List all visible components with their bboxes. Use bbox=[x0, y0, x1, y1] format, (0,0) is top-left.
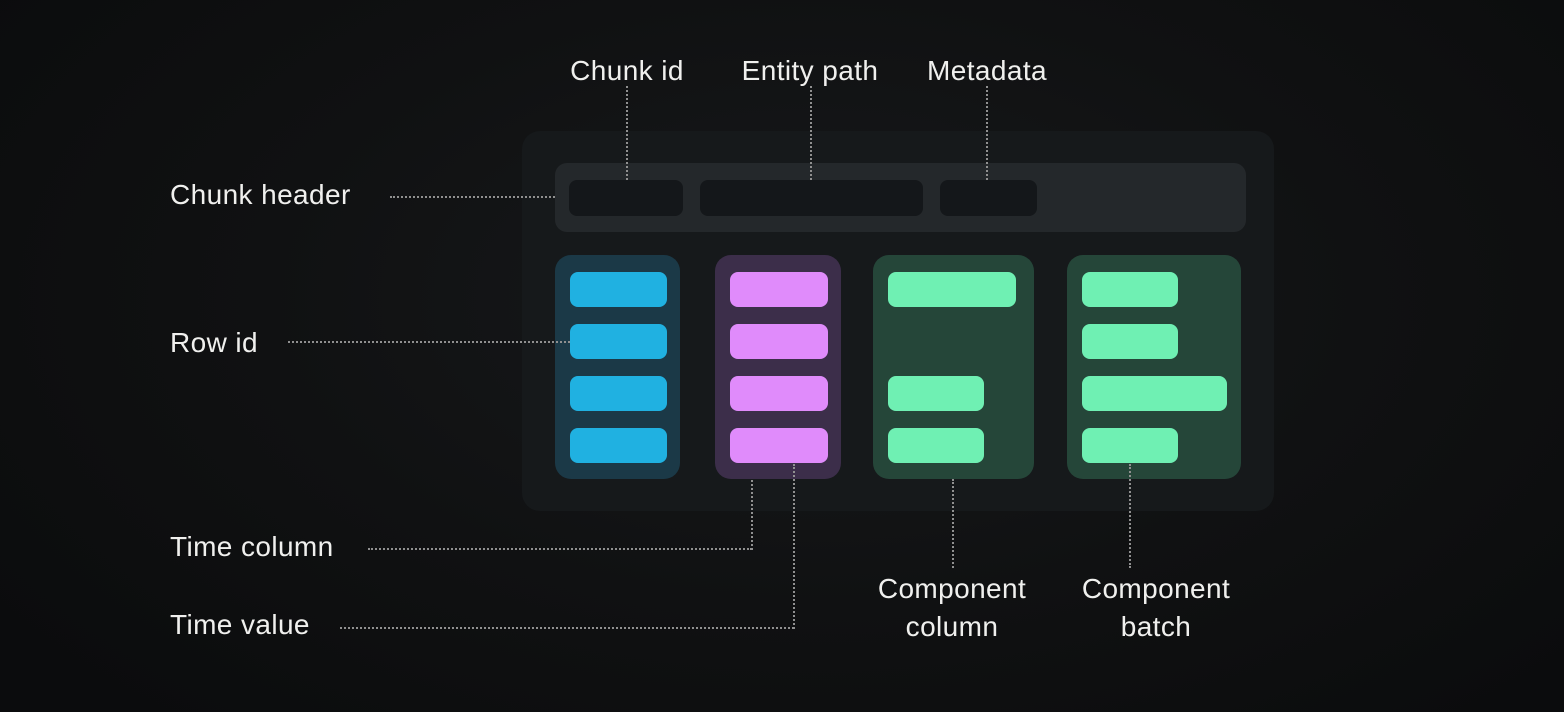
component-batch-pill bbox=[1082, 376, 1227, 411]
component-batch-pill bbox=[888, 428, 984, 463]
time-column bbox=[715, 255, 841, 479]
label-component-batch-line1: Component bbox=[1081, 573, 1231, 604]
time-value-pill bbox=[730, 324, 828, 359]
connector-entity-path bbox=[810, 86, 812, 180]
label-chunk-header: Chunk header bbox=[170, 179, 351, 210]
row-id-pill bbox=[570, 376, 667, 411]
component-batch-pill bbox=[1082, 272, 1178, 307]
connector-component-column bbox=[952, 479, 954, 568]
connector-chunk-header bbox=[390, 196, 555, 198]
label-metadata: Metadata bbox=[927, 55, 1047, 86]
chunk-id-pill bbox=[569, 180, 683, 216]
label-row-id: Row id bbox=[170, 327, 258, 358]
component-batch-pill bbox=[888, 376, 984, 411]
metadata-pill bbox=[940, 180, 1037, 216]
connector-row-id bbox=[288, 341, 570, 343]
row-id-pill bbox=[570, 428, 667, 463]
label-time-value: Time value bbox=[170, 609, 310, 640]
row-id-pill bbox=[570, 272, 667, 307]
connector-time-value-v bbox=[793, 464, 795, 629]
entity-path-pill bbox=[700, 180, 923, 216]
connector-time-column-h bbox=[368, 548, 752, 550]
label-component-batch: Component batch bbox=[1082, 570, 1230, 646]
component-batch-pill bbox=[1082, 324, 1178, 359]
chunk-panel bbox=[522, 131, 1274, 511]
time-value-pill bbox=[730, 428, 828, 463]
connector-chunk-id bbox=[626, 86, 628, 180]
time-value-pill bbox=[730, 376, 828, 411]
connector-time-column-v bbox=[751, 480, 753, 550]
label-time-column: Time column bbox=[170, 531, 334, 562]
connector-metadata bbox=[986, 86, 988, 180]
label-entity-path: Entity path bbox=[741, 55, 879, 86]
row-id-column bbox=[555, 255, 680, 479]
label-component-column: Component column bbox=[878, 570, 1026, 646]
label-component-column-line2: column bbox=[905, 611, 999, 642]
component-batch-pill bbox=[888, 272, 1016, 307]
connector-component-batch bbox=[1129, 464, 1131, 568]
label-chunk-id: Chunk id bbox=[570, 55, 684, 86]
connector-time-value-h bbox=[340, 627, 794, 629]
component-batch-pill bbox=[1082, 428, 1178, 463]
row-id-pill bbox=[570, 324, 667, 359]
chunk-header-bar bbox=[555, 163, 1246, 232]
component-column bbox=[873, 255, 1034, 479]
component-batch-column bbox=[1067, 255, 1241, 479]
label-component-column-line1: Component bbox=[877, 573, 1027, 604]
time-value-pill bbox=[730, 272, 828, 307]
label-component-batch-line2: batch bbox=[1120, 611, 1192, 642]
